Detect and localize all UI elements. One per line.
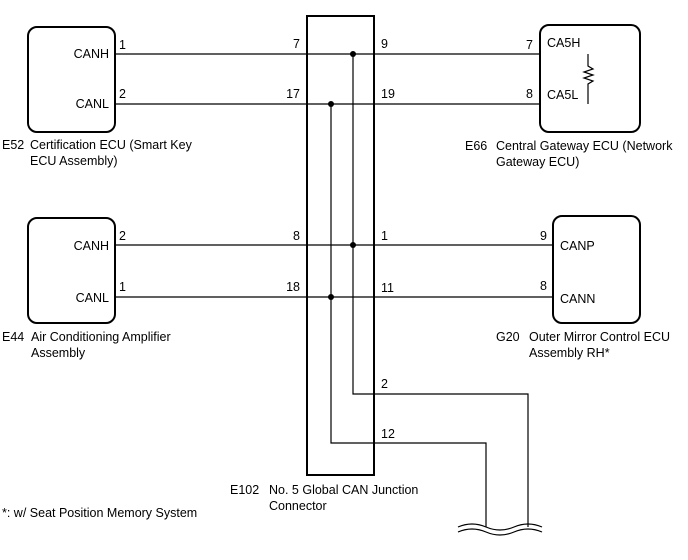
g20-pin-signal: CANN xyxy=(560,292,595,306)
e52-ecu-box xyxy=(27,26,116,133)
junction-left-pin: 17 xyxy=(286,87,300,101)
junction-right-pin: 2 xyxy=(381,377,388,391)
g20-name: Assembly RH* xyxy=(529,346,610,360)
termination-resistor-icon xyxy=(582,54,595,104)
junction-right-pin: 19 xyxy=(381,87,395,101)
g20-pin-number: 8 xyxy=(540,279,547,293)
e44-name: Assembly xyxy=(31,346,86,360)
junction-left-pin: 18 xyxy=(286,280,300,294)
e66-pin-signal: CA5H xyxy=(547,36,580,50)
splice-dot xyxy=(328,294,334,300)
junction-right-pin: 12 xyxy=(381,427,395,441)
e44-pin-number: 1 xyxy=(119,280,126,294)
junction-bus-low xyxy=(330,104,487,527)
e44-name: Air Conditioning Amplifier xyxy=(31,330,171,344)
e52-pin-number: 1 xyxy=(119,38,126,52)
e66-code: E66 xyxy=(465,139,487,153)
junction-code: E102 xyxy=(230,483,259,497)
junction-right-pin: 11 xyxy=(381,281,394,295)
e66-name: Central Gateway ECU (Network xyxy=(496,139,673,153)
e66-pin-number: 7 xyxy=(526,38,533,52)
e44-code: E44 xyxy=(2,330,24,344)
e52-pin-number: 2 xyxy=(119,87,126,101)
e44-pin-signal: CANL xyxy=(76,291,109,305)
g20-code: G20 xyxy=(496,330,520,344)
e52-name: Certification ECU (Smart Key xyxy=(30,138,193,152)
g20-pin-signal: CANP xyxy=(560,239,595,253)
footnote: *: w/ Seat Position Memory System xyxy=(2,506,197,520)
e44-pin-signal: CANH xyxy=(74,239,109,253)
e44-pin-number: 2 xyxy=(119,229,126,243)
junction-right-pin: 9 xyxy=(381,37,388,51)
e44-ecu-box xyxy=(27,217,116,324)
e66-name: Gateway ECU) xyxy=(496,155,579,169)
e66-pin-number: 8 xyxy=(526,87,533,101)
g20-pin-number: 9 xyxy=(540,229,547,243)
g20-ecu-box xyxy=(552,215,641,324)
junction-left-pin: 8 xyxy=(293,229,300,243)
e52-pin-signal: CANL xyxy=(76,97,109,111)
g20-name: Outer Mirror Control ECU xyxy=(529,330,670,344)
splice-dot xyxy=(328,101,334,107)
e52-code: E52 xyxy=(2,138,24,152)
junction-left-pin: 7 xyxy=(293,37,300,51)
e52-name: ECU Assembly) xyxy=(30,154,118,168)
e52-pin-signal: CANH xyxy=(74,47,109,61)
junction-name: Connector xyxy=(269,499,327,513)
junction-right-pin: 1 xyxy=(381,229,388,243)
wire-break-icon xyxy=(457,523,543,536)
e66-ecu-box xyxy=(539,24,641,133)
junction-bus-high xyxy=(352,54,529,527)
splice-dot xyxy=(350,242,356,248)
splice-dot xyxy=(350,51,356,57)
e66-pin-signal: CA5L xyxy=(547,88,578,102)
junction-name: No. 5 Global CAN Junction xyxy=(269,483,418,497)
